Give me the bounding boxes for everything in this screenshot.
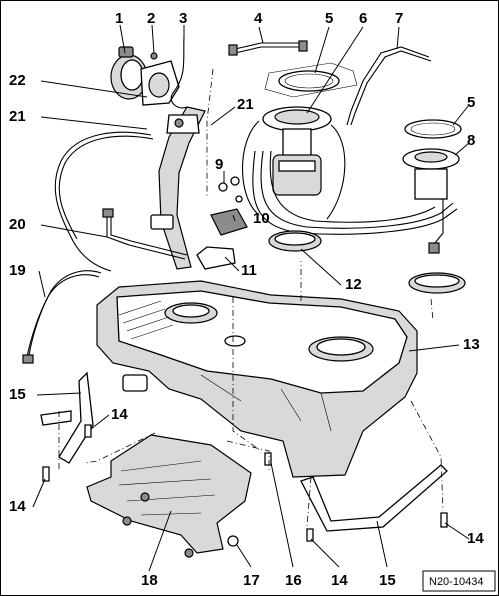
callout-17: 17 <box>243 572 260 589</box>
filler-neck <box>150 106 206 270</box>
locking-ring-12b <box>408 272 466 294</box>
heat-shield <box>86 434 252 558</box>
hose-4-end-a <box>228 44 238 56</box>
callout-8: 8 <box>467 132 475 149</box>
fuel-line-c <box>269 150 436 223</box>
cable <box>170 36 188 109</box>
callout-2: 2 <box>147 10 155 27</box>
hose-20-end <box>102 208 114 218</box>
callout-11: 11 <box>241 262 257 279</box>
callout-14-c: 14 <box>331 572 348 589</box>
callout-7: 7 <box>395 10 403 27</box>
bracket-11 <box>196 246 236 270</box>
callout-10: 10 <box>253 210 270 227</box>
hose-7b <box>350 50 432 126</box>
seal-ring-5-upper <box>264 62 358 98</box>
sender-unit <box>402 148 460 254</box>
callout-14-a: 14 <box>111 406 128 423</box>
callout-14-d: 14 <box>467 530 484 547</box>
breather-hose-upper <box>54 131 152 272</box>
hose-19 <box>26 274 100 358</box>
hose-19-end <box>22 354 34 364</box>
hose-20 <box>106 215 186 260</box>
filler-housing <box>140 52 180 106</box>
callout-21-right: 21 <box>237 96 254 113</box>
locking-ring-12a <box>268 230 322 252</box>
callout-18: 18 <box>141 572 158 589</box>
callout-12: 12 <box>345 276 362 293</box>
leader-lines <box>32 24 470 572</box>
fuel-tank <box>96 280 418 478</box>
callout-19: 19 <box>9 262 26 279</box>
callout-labels: 1 2 3 4 5 6 7 5 8 22 21 21 9 10 20 11 12… <box>9 10 484 589</box>
hose-7 <box>346 46 430 126</box>
callout-13: 13 <box>463 336 480 353</box>
fuel-pump-unit <box>242 106 346 220</box>
callout-3: 3 <box>179 10 187 27</box>
callout-4: 4 <box>254 10 263 27</box>
callout-15-right: 15 <box>379 572 396 589</box>
reference-code: N20-10434 <box>429 576 483 588</box>
hose-4 <box>234 42 301 50</box>
callout-21-left: 21 <box>9 108 26 125</box>
hose-4-end-b <box>298 40 308 52</box>
reference-code-box: N20-10434 <box>422 570 496 592</box>
callout-9: 9 <box>215 156 223 173</box>
callout-22: 22 <box>9 72 26 89</box>
fuel-line-b <box>260 150 454 229</box>
nut-17 <box>227 535 239 547</box>
callout-16: 16 <box>285 572 302 589</box>
callout-1: 1 <box>115 10 123 27</box>
strap-15-left <box>58 371 94 464</box>
breather-hose-upper-2 <box>58 135 154 240</box>
callout-15-left: 15 <box>9 386 26 403</box>
callout-20: 20 <box>9 216 26 233</box>
hose-19b <box>28 270 102 356</box>
callout-6: 6 <box>359 10 367 27</box>
callout-5-right: 5 <box>467 94 475 111</box>
callout-5-upper: 5 <box>325 10 333 27</box>
callout-14-b: 14 <box>9 498 26 515</box>
strap-15-right <box>300 464 448 532</box>
alignment-lines <box>58 68 444 528</box>
seal-ring-5-right <box>404 119 462 139</box>
strap-15-left-foot <box>40 410 72 426</box>
flange-10 <box>210 176 248 236</box>
hose-20b <box>110 215 188 256</box>
hose-4b <box>234 46 301 54</box>
